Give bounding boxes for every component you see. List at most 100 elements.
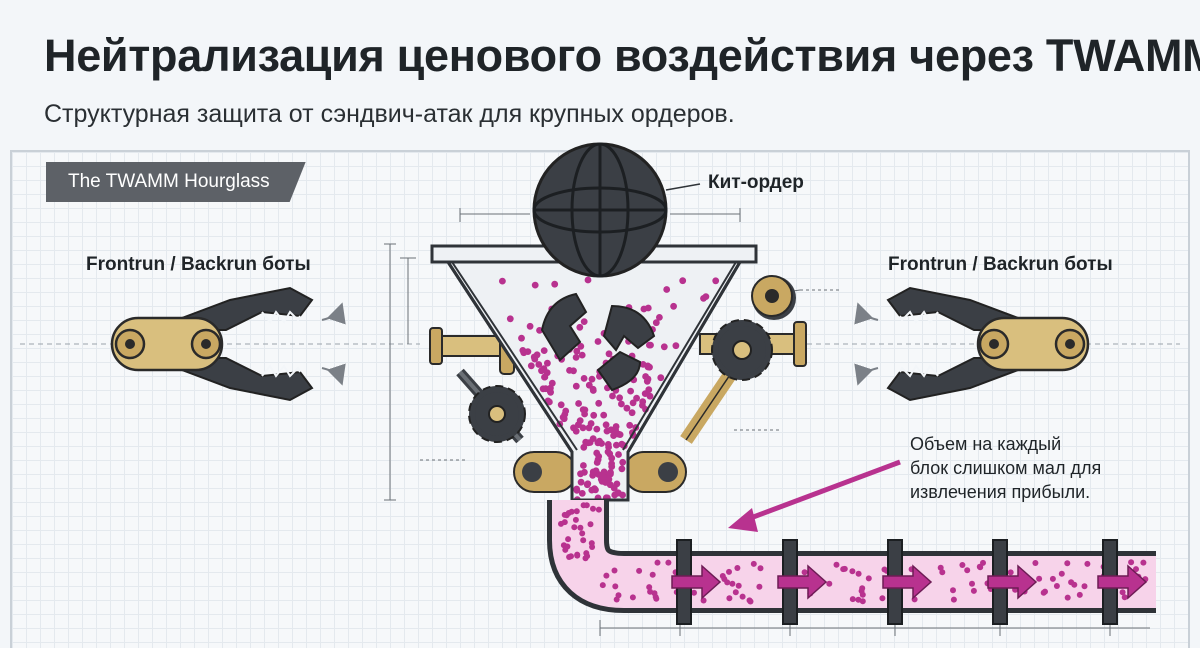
particle: [670, 302, 677, 310]
particle: [859, 585, 866, 592]
note-line: блок слишком мал для: [910, 458, 1102, 478]
note-line: извлечения прибыли.: [910, 482, 1091, 502]
particle: [585, 424, 593, 432]
particle: [1081, 583, 1088, 590]
particle: [574, 552, 581, 559]
page-title: Нейтрализация ценового воздействия через…: [44, 30, 1200, 81]
particle: [551, 280, 559, 288]
pipe-blocks: [671, 539, 1148, 625]
particle: [539, 385, 547, 393]
particle: [564, 543, 571, 550]
particle: [610, 484, 618, 492]
particle: [578, 490, 586, 497]
particle: [865, 575, 872, 582]
particle: [577, 478, 585, 486]
volume-note: Объем на каждый блок слишком мал для изв…: [910, 432, 1150, 504]
particle: [588, 375, 596, 383]
particle: [589, 385, 597, 393]
particle: [544, 359, 551, 367]
particle: [599, 582, 606, 589]
particle: [636, 567, 643, 574]
whale-order-sphere-icon: [532, 142, 668, 278]
particle: [646, 584, 653, 591]
particle: [580, 502, 587, 509]
particle: [623, 404, 631, 412]
whale-label-leader: [665, 183, 701, 191]
particle: [615, 451, 622, 458]
particle: [573, 347, 581, 355]
particle: [1032, 560, 1039, 566]
particle: [578, 351, 586, 359]
particle: [540, 347, 548, 354]
particle: [558, 520, 564, 527]
particle: [939, 569, 946, 576]
particle: [589, 468, 597, 476]
particle: [969, 580, 975, 587]
particle: [576, 323, 584, 331]
particle: [1121, 594, 1128, 601]
bots-right-label: Frontrun / Backrun боты: [888, 254, 1113, 275]
particle: [1084, 560, 1091, 567]
particle: [588, 540, 595, 547]
particle: [649, 571, 656, 578]
particle: [700, 295, 707, 302]
particle: [959, 562, 966, 568]
particle: [663, 286, 671, 293]
particle: [579, 406, 587, 414]
particle: [881, 566, 888, 573]
particle: [565, 536, 572, 543]
particle: [602, 421, 610, 429]
particle: [609, 392, 616, 400]
page-subtitle: Структурная защита от сэндвич-атак для к…: [44, 100, 735, 128]
particle: [647, 341, 654, 349]
particle: [724, 579, 731, 586]
particle: [599, 473, 607, 481]
particle: [665, 559, 672, 566]
particle: [595, 453, 603, 460]
particle: [859, 598, 866, 605]
particle: [747, 598, 754, 605]
particle: [499, 277, 506, 285]
flow-arrow-icon: [987, 564, 1038, 600]
output-pipe: [547, 500, 1156, 613]
particle: [526, 322, 534, 330]
particle: [573, 485, 581, 493]
particle: [613, 441, 620, 449]
particle: [729, 580, 736, 587]
particle: [584, 276, 592, 284]
particle: [583, 481, 591, 489]
particle: [580, 318, 588, 325]
particle: [572, 382, 580, 390]
particle: [653, 595, 660, 602]
particle: [547, 388, 554, 396]
particle: [1007, 569, 1014, 576]
particle: [608, 454, 616, 462]
particle: [964, 567, 971, 574]
particle: [618, 465, 626, 473]
particle: [584, 439, 592, 447]
particle: [531, 281, 539, 289]
particle: [610, 432, 617, 439]
particle: [575, 421, 582, 429]
right-claw-icon: [854, 286, 1090, 402]
particle: [590, 505, 596, 512]
particle: [732, 589, 739, 596]
flow-arrow-icon: [882, 564, 933, 600]
particle: [519, 347, 527, 354]
particle: [535, 361, 543, 368]
particle: [641, 390, 649, 397]
particle: [1036, 575, 1043, 582]
particle: [654, 559, 661, 566]
dimension-lines: [384, 208, 1150, 636]
gear-icon-left: [468, 385, 526, 443]
left-claw-icon: [110, 286, 346, 402]
particle: [541, 373, 548, 381]
particle: [603, 427, 611, 435]
particle: [572, 427, 580, 435]
particle: [570, 367, 577, 375]
particle: [577, 342, 585, 350]
particle: [700, 597, 707, 604]
particle: [628, 409, 636, 417]
particle: [595, 506, 602, 513]
particle: [739, 593, 746, 600]
